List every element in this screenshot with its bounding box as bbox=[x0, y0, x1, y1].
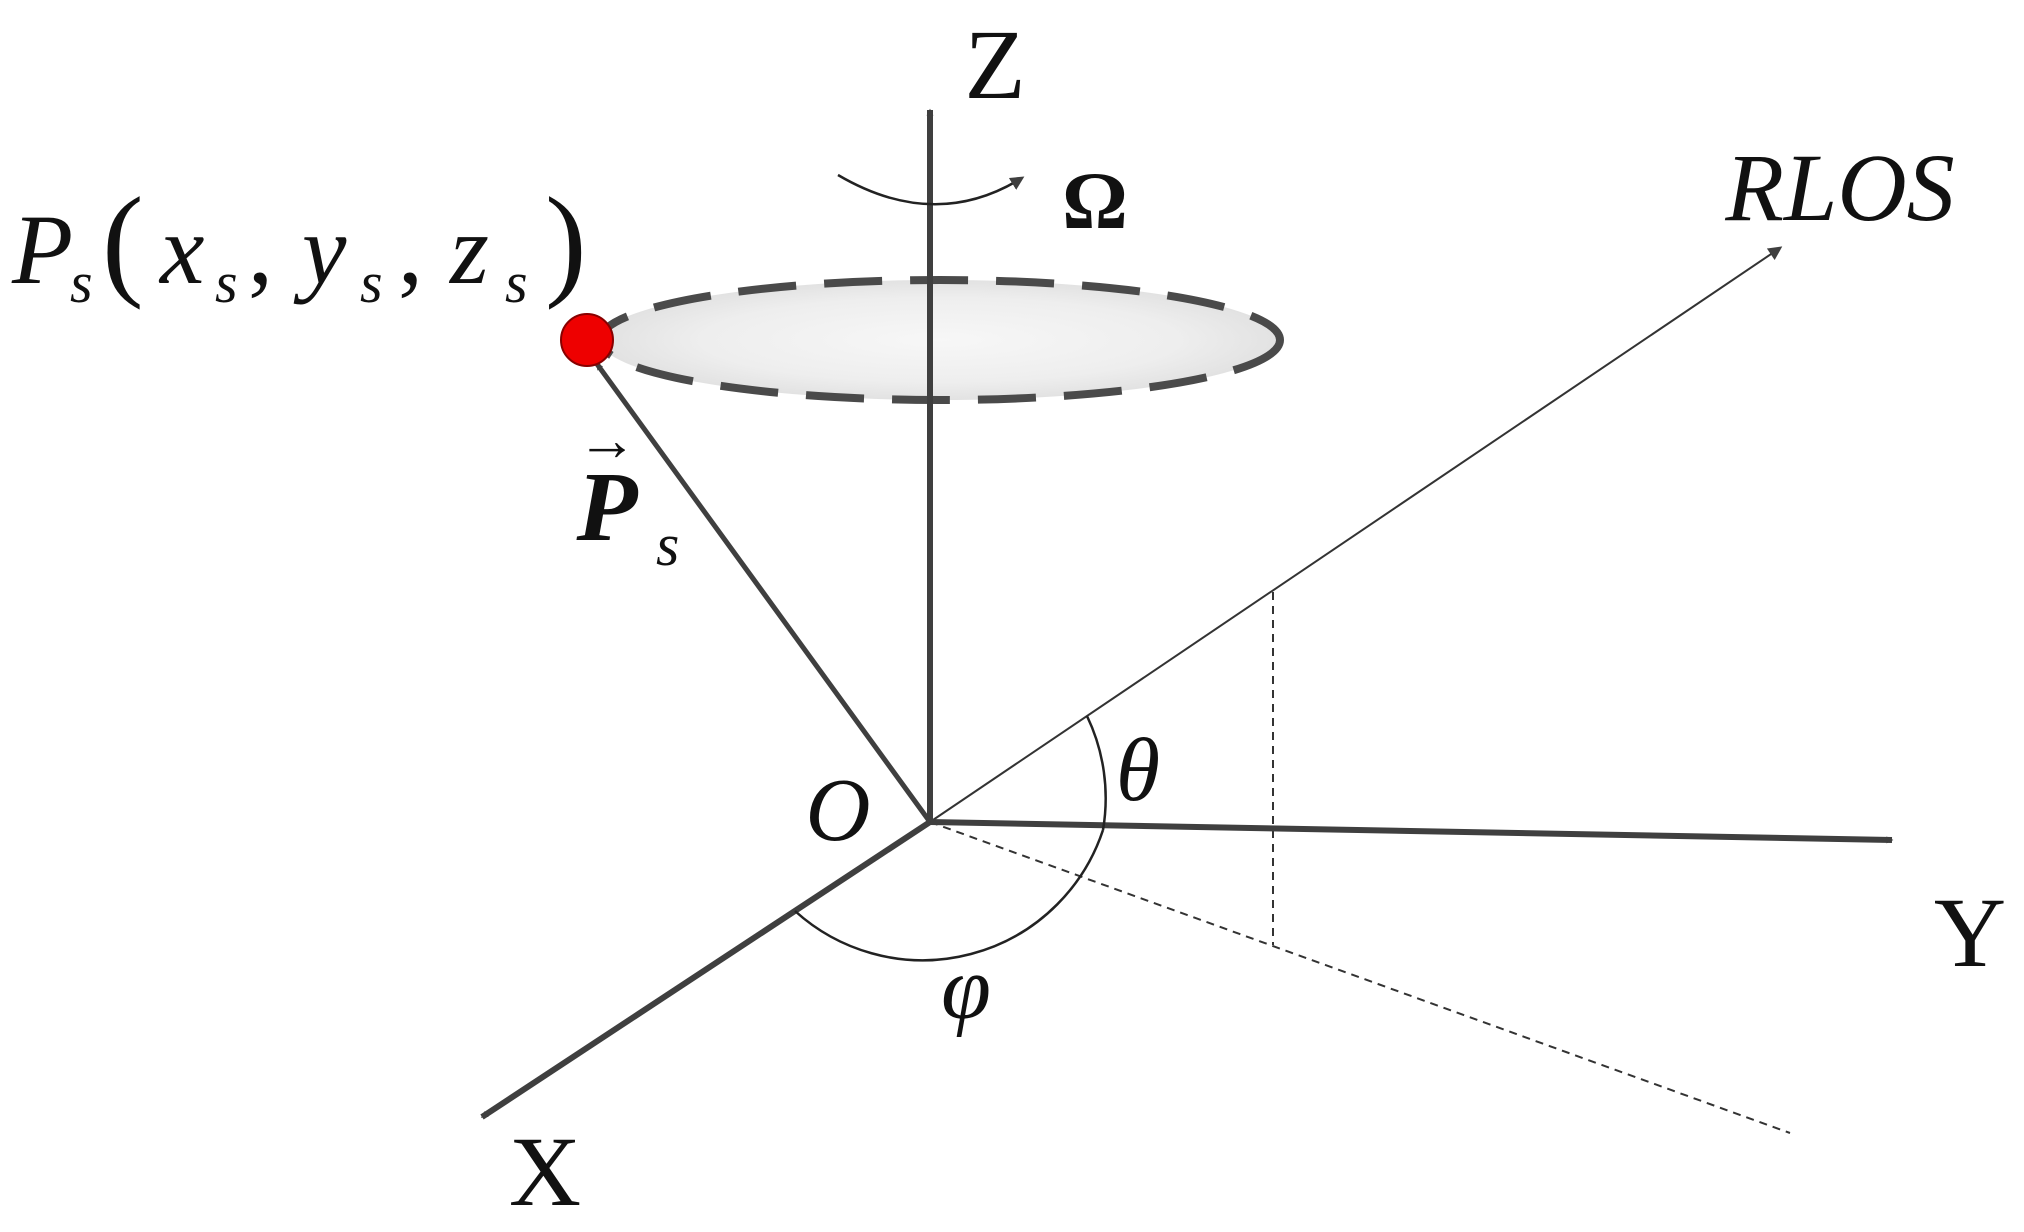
svg-text:s: s bbox=[215, 250, 238, 315]
rotation-label: Ω bbox=[1062, 155, 1128, 246]
position-vector bbox=[594, 362, 933, 824]
elevation-angle-label: θ bbox=[1116, 721, 1160, 820]
vector-label: → P s bbox=[575, 407, 679, 578]
x-axis bbox=[480, 819, 932, 1120]
svg-text:s: s bbox=[656, 512, 679, 578]
azimuth-arc bbox=[794, 829, 1105, 962]
svg-text:s: s bbox=[505, 250, 528, 315]
svg-text:,: , bbox=[398, 194, 423, 305]
orbit-ellipse bbox=[596, 276, 1284, 404]
svg-text:): ) bbox=[545, 173, 587, 311]
svg-text:,: , bbox=[248, 194, 273, 305]
svg-text:s: s bbox=[70, 250, 93, 315]
y-axis bbox=[929, 819, 1894, 844]
origin-label: O bbox=[806, 761, 871, 860]
rlos-label: RLOS bbox=[1724, 134, 1954, 241]
x-axis-label: X bbox=[509, 1116, 581, 1227]
svg-text:y: y bbox=[293, 194, 347, 305]
svg-text:→: → bbox=[577, 407, 637, 473]
azimuth-angle-label: φ bbox=[941, 939, 991, 1038]
svg-text:z: z bbox=[448, 194, 489, 305]
y-axis-label: Y bbox=[1934, 877, 2006, 988]
rlos-line bbox=[929, 246, 1783, 823]
z-axis-label: Z bbox=[964, 9, 1025, 120]
point-coordinates-label: P s ( x s , y s , z s ) bbox=[11, 173, 587, 315]
svg-text:P: P bbox=[11, 194, 73, 305]
svg-text:x: x bbox=[158, 194, 204, 305]
elevation-arc bbox=[1085, 715, 1107, 831]
svg-text:(: ( bbox=[102, 173, 144, 311]
rlos-projection-line bbox=[929, 821, 1791, 1134]
svg-text:s: s bbox=[360, 250, 383, 315]
scatterer-point bbox=[560, 313, 614, 367]
svg-text:P: P bbox=[575, 451, 638, 562]
rotation-arrow bbox=[837, 173, 1025, 206]
